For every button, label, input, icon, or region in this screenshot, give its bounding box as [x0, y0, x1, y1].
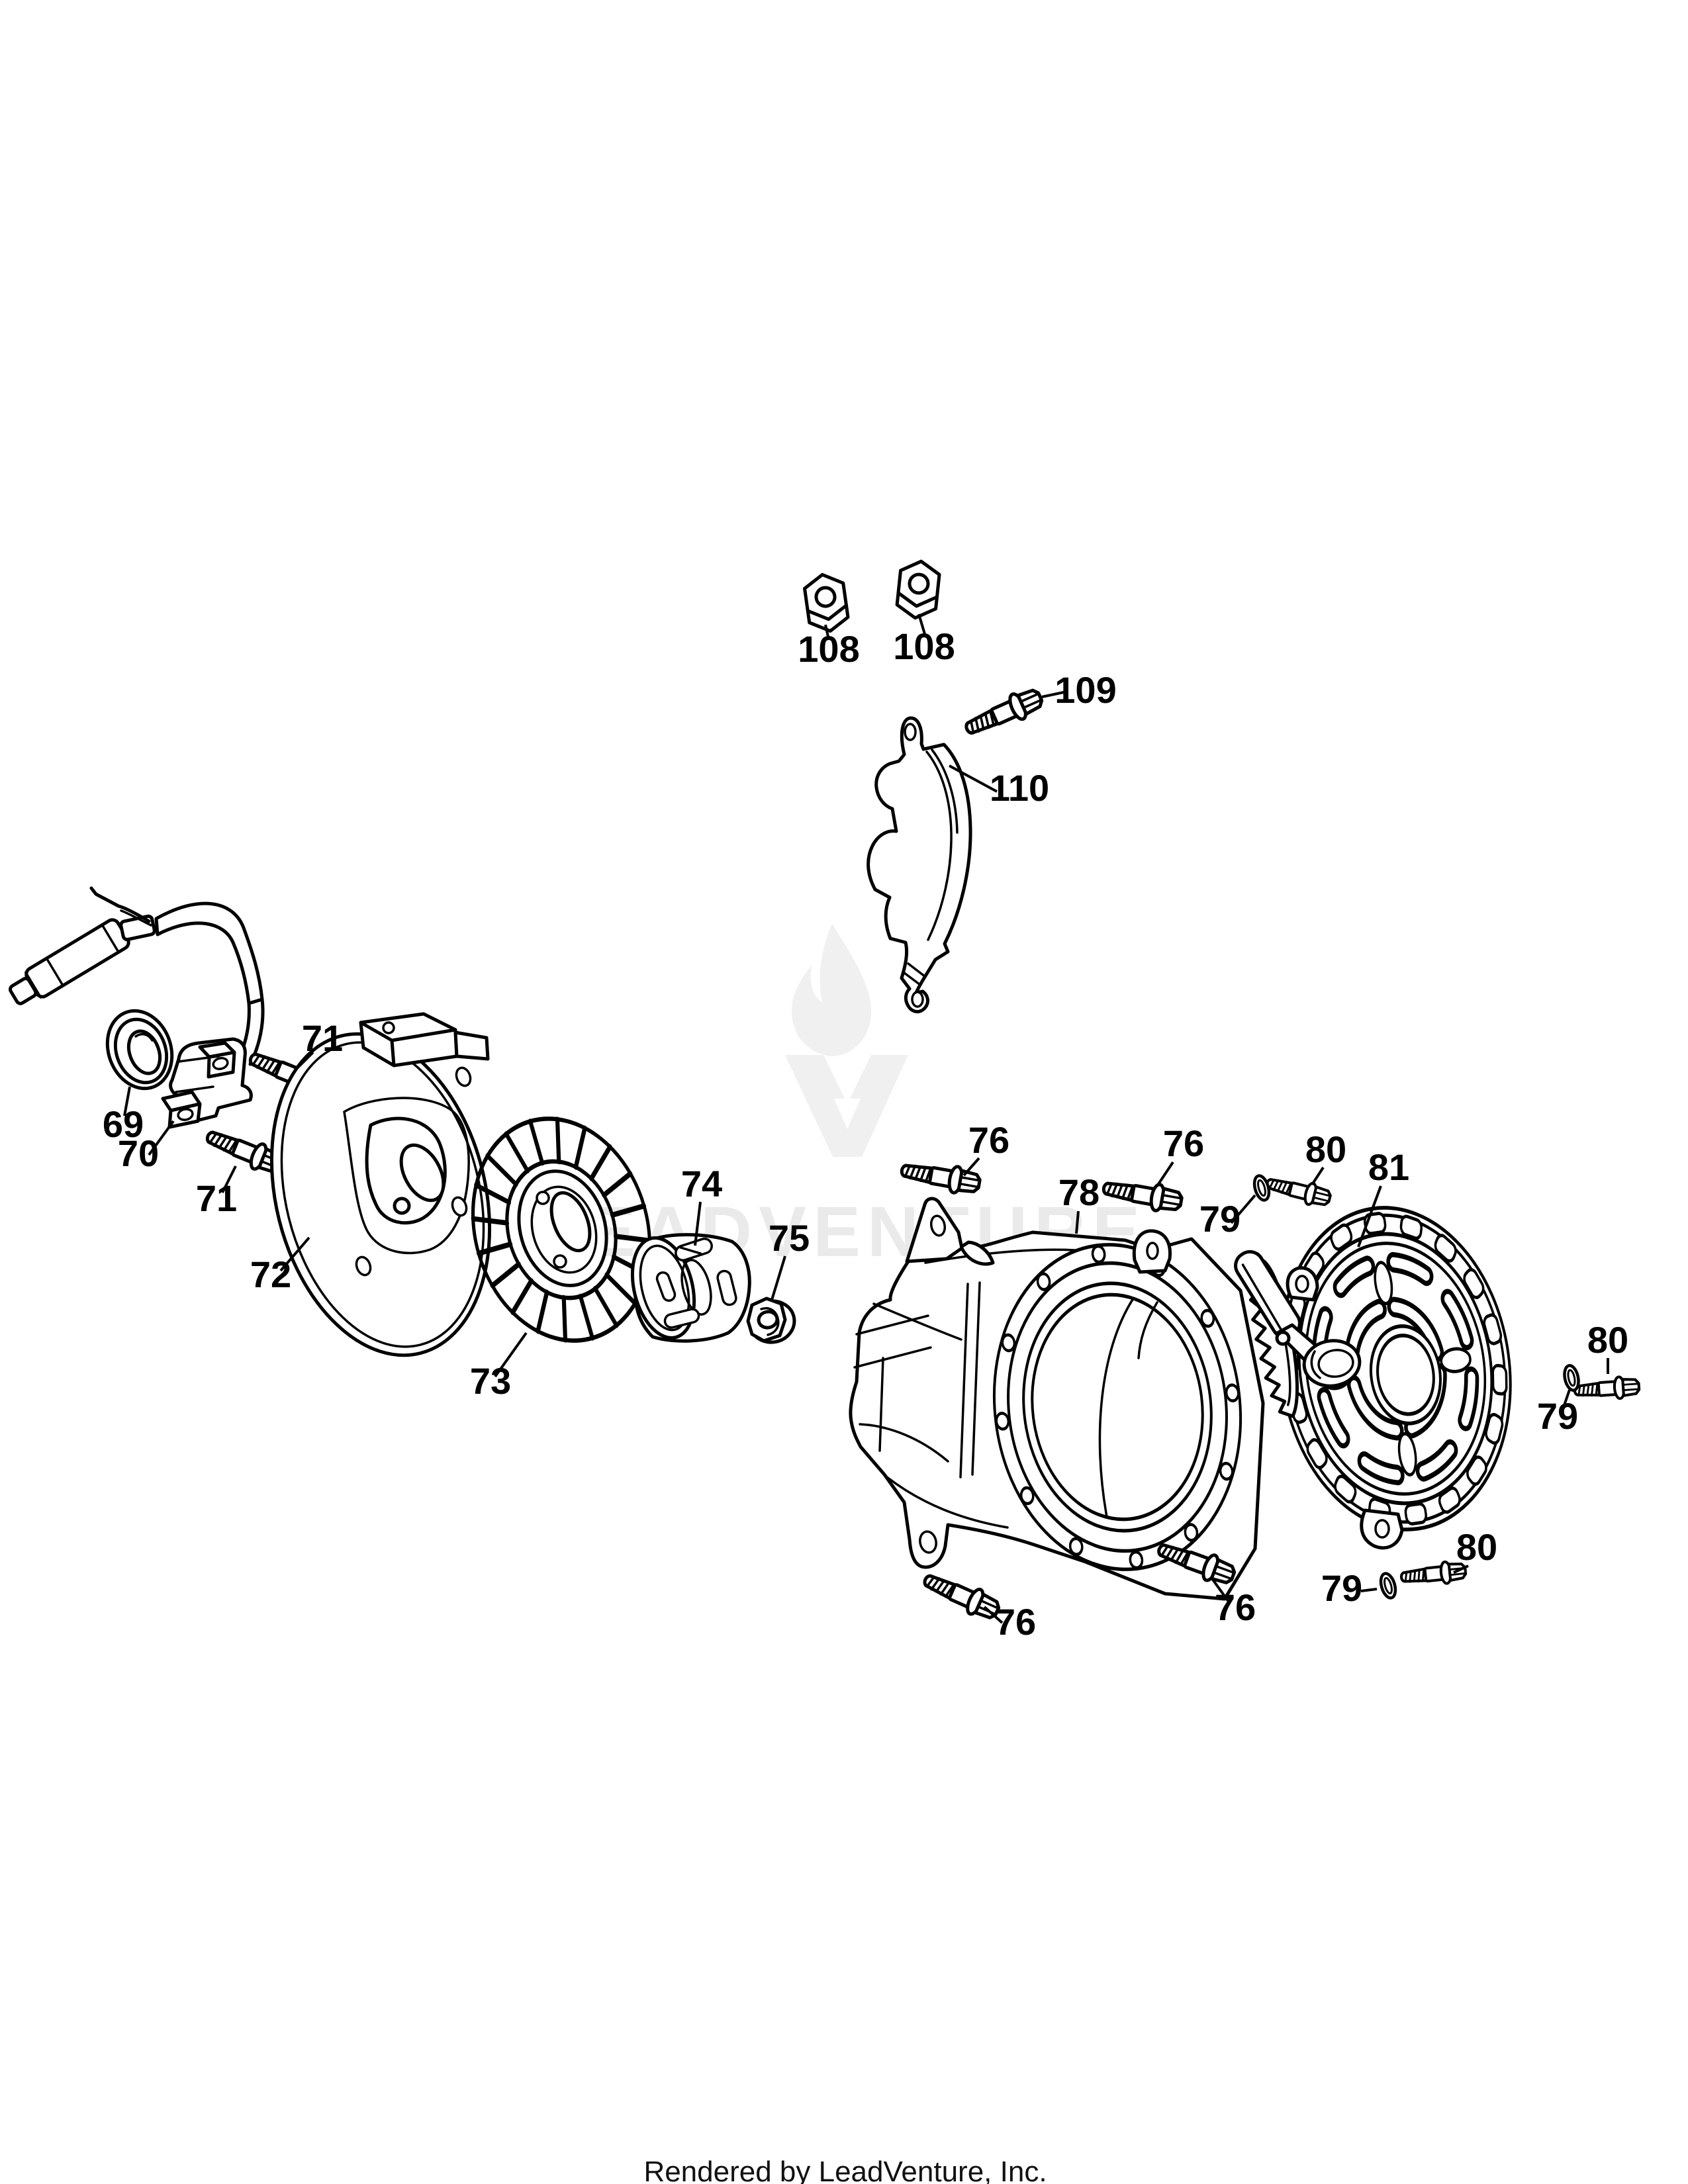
spark-plug-boot: [9, 914, 156, 1005]
starter-handle: [1234, 1250, 1362, 1388]
callout-70[interactable]: 70: [118, 1132, 159, 1174]
callout-78[interactable]: 78: [1058, 1171, 1100, 1213]
footer-credit: Rendered by LeadVenture, Inc.: [643, 2156, 1047, 2184]
seal-ring-69: [105, 1009, 174, 1091]
callout-108-left[interactable]: 108: [798, 628, 859, 670]
watermark: LEADVENTURE: [538, 924, 1140, 1271]
callout-80-right[interactable]: 80: [1587, 1319, 1628, 1361]
leader-lines: [123, 614, 1609, 1624]
callout-76-d[interactable]: 76: [1215, 1586, 1256, 1628]
callout-75[interactable]: 75: [769, 1217, 810, 1259]
washer-79-bottom: [1378, 1572, 1398, 1600]
nut-108-right: [896, 559, 940, 620]
flange-nut-75: [746, 1297, 796, 1344]
bolt-109: [961, 684, 1045, 741]
callout-81[interactable]: 81: [1368, 1146, 1409, 1188]
callout-76-a[interactable]: 76: [968, 1119, 1009, 1161]
starter-cup-74: [630, 1233, 751, 1343]
callout-76-c[interactable]: 76: [995, 1601, 1036, 1643]
flywheel-72: [269, 1012, 492, 1357]
callout-80-bottom[interactable]: 80: [1456, 1526, 1497, 1568]
fan-73: [471, 1116, 652, 1343]
flame-watermark-icon: [791, 924, 872, 1056]
recoil-starter-81: [1279, 1206, 1512, 1550]
callout-76-b[interactable]: 76: [1163, 1122, 1204, 1164]
callout-69[interactable]: 69: [103, 1103, 144, 1145]
callout-79-top[interactable]: 79: [1199, 1198, 1241, 1240]
blower-housing-78: [849, 1197, 1265, 1601]
callout-108-right[interactable]: 108: [893, 625, 955, 667]
ignition-wire: [89, 886, 265, 1066]
washer-79-top: [1252, 1174, 1272, 1202]
callout-74[interactable]: 74: [681, 1163, 722, 1205]
callout-79-right[interactable]: 79: [1537, 1395, 1578, 1437]
callout-73[interactable]: 73: [470, 1360, 511, 1402]
callout-labels: 108 108 109 110 71 69 70 71 72 73 74 75 …: [103, 625, 1628, 1643]
callout-72[interactable]: 72: [250, 1253, 291, 1295]
bolt-80-right: [1574, 1375, 1640, 1401]
callout-109[interactable]: 109: [1055, 669, 1116, 711]
bolt-80-top: [1264, 1173, 1332, 1209]
callout-79-bottom[interactable]: 79: [1321, 1567, 1362, 1609]
nut-108-left: [803, 572, 849, 633]
callout-80-top[interactable]: 80: [1305, 1128, 1346, 1170]
bolt-76-bottom-left: [920, 1567, 1003, 1623]
leadventure-v-logo-icon: [785, 1055, 908, 1157]
callout-71-upper[interactable]: 71: [302, 1017, 343, 1059]
callout-110[interactable]: 110: [990, 767, 1049, 809]
heat-shield-110: [867, 716, 972, 1013]
washer-79-right: [1562, 1364, 1580, 1391]
ignition-coil-70: [161, 1037, 253, 1129]
callout-71-lower[interactable]: 71: [196, 1177, 237, 1219]
